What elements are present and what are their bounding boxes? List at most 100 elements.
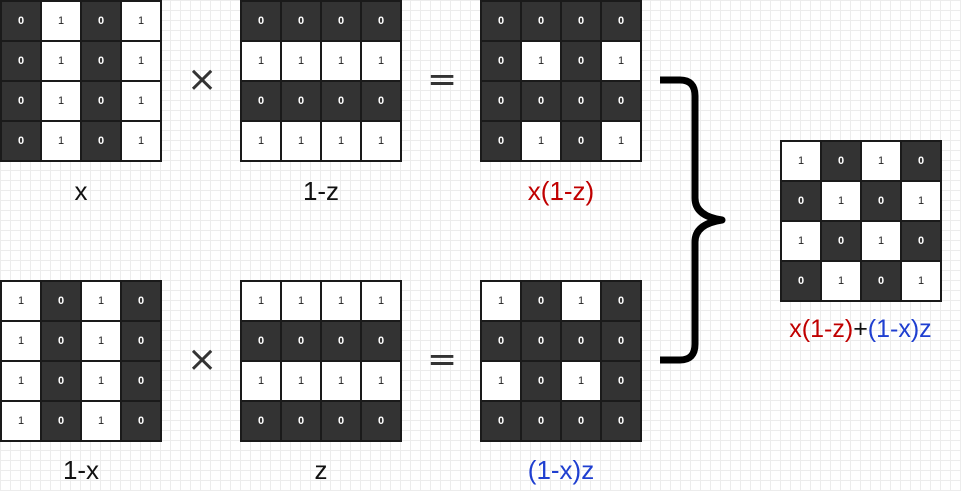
matrix-cell: 0 xyxy=(601,81,641,121)
matrix-cell: 1 xyxy=(81,401,121,441)
matrix-cell: 0 xyxy=(521,401,561,441)
matrix-cell: 0 xyxy=(41,361,81,401)
matrix-cell: 0 xyxy=(601,361,641,401)
times-operator-1: × xyxy=(187,59,218,100)
matrix-cell: 1 xyxy=(321,361,361,401)
matrix-cell: 0 xyxy=(1,1,41,41)
label-1-x: 1-x xyxy=(62,455,100,485)
matrix-cell: 1 xyxy=(241,41,281,81)
matrix-cell: 0 xyxy=(861,181,901,221)
matrix-cell: 0 xyxy=(361,1,401,41)
matrix-cell: 1 xyxy=(41,1,81,41)
matrix-cell: 0 xyxy=(601,321,641,361)
matrix-cell: 1 xyxy=(601,41,641,81)
matrix-cell: 0 xyxy=(561,41,601,81)
matrix-cell: 1 xyxy=(281,281,321,321)
matrix-cell: 1 xyxy=(81,321,121,361)
matrix-cell: 0 xyxy=(781,181,821,221)
matrix-cell: 0 xyxy=(81,41,121,81)
matrix-cell: 0 xyxy=(241,81,281,121)
matrix-cell: 0 xyxy=(281,81,321,121)
matrix-cell: 1 xyxy=(81,281,121,321)
matrix-cell: 0 xyxy=(901,141,941,181)
matrix-cell: 0 xyxy=(241,321,281,361)
matrix-cell: 0 xyxy=(481,1,521,41)
matrix-cell: 1 xyxy=(241,281,281,321)
matrix-cell: 0 xyxy=(81,1,121,41)
matrix-cell: 0 xyxy=(561,321,601,361)
matrix-cell: 0 xyxy=(81,81,121,121)
matrix-cell: 1 xyxy=(121,121,161,161)
matrix-cell: 1 xyxy=(361,41,401,81)
matrix-cell: 0 xyxy=(521,281,561,321)
matrix-cell: 0 xyxy=(321,401,361,441)
matrix-cell: 0 xyxy=(281,321,321,361)
matrix-cell: 0 xyxy=(241,401,281,441)
matrix-cell: 0 xyxy=(1,81,41,121)
matrix-cell: 0 xyxy=(601,281,641,321)
matrix-cell: 1 xyxy=(901,181,941,221)
matrix-cell: 0 xyxy=(521,321,561,361)
matrix-cell: 0 xyxy=(521,81,561,121)
matrix-cell: 1 xyxy=(861,221,901,261)
matrix-cell: 0 xyxy=(1,121,41,161)
matrix-cell: 0 xyxy=(121,401,161,441)
matrix-cell: 1 xyxy=(521,121,561,161)
matrix-cell: 1 xyxy=(481,361,521,401)
matrix-cell: 1 xyxy=(41,81,81,121)
matrix-cell: 0 xyxy=(481,401,521,441)
label-final-sum: x(1-z)+(1-x)z xyxy=(760,315,961,344)
matrix-cell: 1 xyxy=(321,281,361,321)
times-operator-2: × xyxy=(187,339,218,380)
matrix-cell: 1 xyxy=(481,281,521,321)
curly-brace xyxy=(660,76,726,364)
matrix-cell: 0 xyxy=(561,121,601,161)
matrix-cell: 0 xyxy=(821,221,861,261)
equals-operator-1: = xyxy=(427,59,458,100)
matrix-cell: 0 xyxy=(601,1,641,41)
matrix-cell: 0 xyxy=(561,401,601,441)
matrix-cell: 1 xyxy=(1,401,41,441)
matrix-cell: 0 xyxy=(321,1,361,41)
matrix-cell: 0 xyxy=(1,41,41,81)
equals-operator-2: = xyxy=(427,339,458,380)
matrix-cell: 1 xyxy=(281,361,321,401)
label-1-x-times-z: (1-x)z xyxy=(527,455,595,485)
matrix-cell: 0 xyxy=(781,261,821,301)
matrix-cell: 0 xyxy=(481,41,521,81)
matrix-cell: 1 xyxy=(41,41,81,81)
matrix-cell: 0 xyxy=(561,1,601,41)
matrix-cell: 0 xyxy=(41,401,81,441)
matrix-cell: 1 xyxy=(1,361,41,401)
matrix-cell: 0 xyxy=(481,321,521,361)
matrix-cell: 0 xyxy=(361,81,401,121)
matrix-cell: 1 xyxy=(561,281,601,321)
matrix-cell: 1 xyxy=(781,141,821,181)
matrix-cell: 1 xyxy=(281,121,321,161)
matrix-cell: 1 xyxy=(361,361,401,401)
matrix-cell: 0 xyxy=(901,221,941,261)
matrix-cell: 0 xyxy=(121,361,161,401)
matrix-cell: 0 xyxy=(601,401,641,441)
matrix-cell: 1 xyxy=(821,261,861,301)
label-1-z: 1-z xyxy=(302,176,340,206)
matrix-cell: 1 xyxy=(601,121,641,161)
matrix-cell: 0 xyxy=(321,321,361,361)
matrix-cell: 0 xyxy=(521,1,561,41)
matrix-cell: 0 xyxy=(81,121,121,161)
matrix-cell: 1 xyxy=(281,41,321,81)
matrix-cell: 0 xyxy=(481,121,521,161)
matrix-cell: 0 xyxy=(281,401,321,441)
matrix-cell: 1 xyxy=(121,1,161,41)
label-z: z xyxy=(314,455,328,485)
matrix-cell: 1 xyxy=(361,281,401,321)
matrix-cell: 0 xyxy=(361,401,401,441)
matrix-cell: 1 xyxy=(781,221,821,261)
matrix-cell: 1 xyxy=(821,181,861,221)
matrix-cell: 1 xyxy=(121,41,161,81)
matrix-cell: 0 xyxy=(241,1,281,41)
